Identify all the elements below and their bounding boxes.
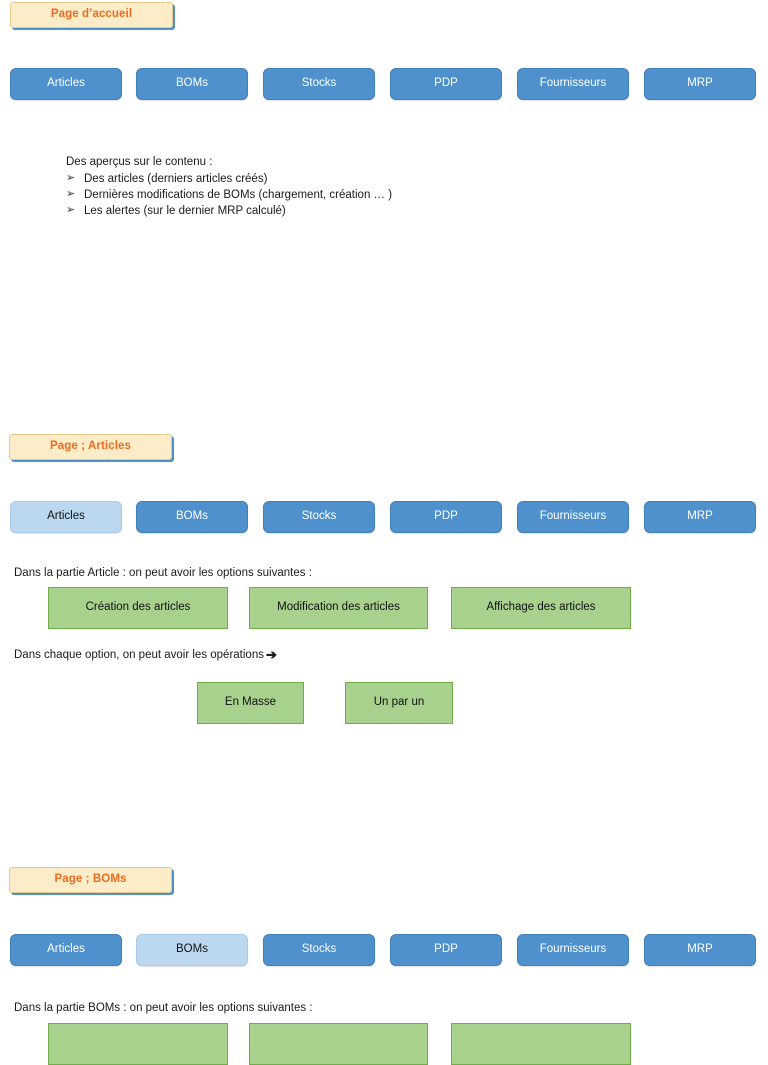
section-boms: Page ; BOMs Articles BOMs Stocks PDP Fou… xyxy=(0,855,768,1065)
list-item: ➢ Les alertes (sur le dernier MRP calcul… xyxy=(66,203,392,219)
accueil-lead: Des aperçus sur le contenu : xyxy=(66,156,213,168)
page-chip-boms: Page ; BOMs xyxy=(9,867,172,893)
tab-label: MRP xyxy=(687,943,713,956)
accueil-overview-text: Des aperçus sur le contenu : ➢ Des artic… xyxy=(66,154,392,219)
tab-articles[interactable]: Articles xyxy=(10,68,122,100)
tab-label: Stocks xyxy=(301,510,337,523)
option-label: Modification des articles xyxy=(277,601,400,614)
tab-fournisseurs[interactable]: Fournisseurs xyxy=(517,934,629,966)
tab-boms[interactable]: BOMs xyxy=(136,934,248,966)
list-item-label: Des articles (derniers articles créés) xyxy=(84,173,268,185)
tab-label: MRP xyxy=(687,77,713,90)
tab-boms[interactable]: BOMs xyxy=(136,68,248,100)
option-creation-articles[interactable]: Création des articles xyxy=(48,587,228,629)
arrowhead-bullet-icon: ➢ xyxy=(66,172,76,184)
page-chip-articles: Page ; Articles xyxy=(9,434,172,460)
tab-mrp[interactable]: MRP xyxy=(644,68,756,100)
tab-articles[interactable]: Articles xyxy=(10,501,122,533)
tab-stocks[interactable]: Stocks xyxy=(263,501,375,533)
operation-en-masse[interactable]: En Masse xyxy=(197,682,304,724)
arrowhead-bullet-icon: ➢ xyxy=(66,188,76,200)
tab-label: Articles xyxy=(47,943,85,956)
option-label: Création des articles xyxy=(85,601,191,614)
accueil-bullet-list: ➢ Des articles (derniers articles créés)… xyxy=(66,171,392,219)
tab-pdp[interactable]: PDP xyxy=(390,501,502,533)
list-item: ➢ Des articles (derniers articles créés) xyxy=(66,171,392,187)
navbar-articles: Articles BOMs Stocks PDP Fournisseurs MR… xyxy=(10,501,758,533)
list-item-label: Dernières modifications de BOMs (chargem… xyxy=(84,189,393,201)
navbar-boms: Articles BOMs Stocks PDP Fournisseurs MR… xyxy=(10,934,758,966)
articles-operations-intro: Dans chaque option, on peut avoir les op… xyxy=(14,647,277,663)
tab-label: Stocks xyxy=(301,77,337,90)
option-affichage-articles[interactable]: Affichage des articles xyxy=(451,587,631,629)
option-boms-1[interactable] xyxy=(48,1023,228,1065)
boms-options-intro: Dans la partie BOMs : on peut avoir les … xyxy=(14,1002,313,1014)
operations-intro-label: Dans chaque option, on peut avoir les op… xyxy=(14,649,264,661)
tab-fournisseurs[interactable]: Fournisseurs xyxy=(517,501,629,533)
tab-label: MRP xyxy=(687,510,713,523)
tab-articles[interactable]: Articles xyxy=(10,934,122,966)
tab-mrp[interactable]: MRP xyxy=(644,934,756,966)
operation-label: Un par un xyxy=(373,696,425,709)
tab-label: PDP xyxy=(434,510,458,523)
tab-stocks[interactable]: Stocks xyxy=(263,934,375,966)
page-chip-accueil: Page d’accueil xyxy=(10,2,173,28)
option-boms-2[interactable] xyxy=(249,1023,428,1065)
articles-options-intro: Dans la partie Article : on peut avoir l… xyxy=(14,567,312,579)
arrowhead-bullet-icon: ➢ xyxy=(66,204,76,216)
tab-label: Stocks xyxy=(301,943,337,956)
tab-fournisseurs[interactable]: Fournisseurs xyxy=(517,68,629,100)
section-articles: Page ; Articles Articles BOMs Stocks PDP… xyxy=(0,425,768,855)
tab-label: Articles xyxy=(47,77,85,90)
option-modification-articles[interactable]: Modification des articles xyxy=(249,587,428,629)
operation-label: En Masse xyxy=(224,696,277,709)
tab-label: Fournisseurs xyxy=(539,943,607,956)
tab-label: BOMs xyxy=(176,77,208,90)
tab-pdp[interactable]: PDP xyxy=(390,934,502,966)
list-item: ➢ Dernières modifications de BOMs (charg… xyxy=(66,187,392,203)
tab-label: BOMs xyxy=(176,510,208,523)
tab-label: Fournisseurs xyxy=(539,77,607,90)
tab-label: BOMs xyxy=(176,943,208,956)
tab-boms[interactable]: BOMs xyxy=(136,501,248,533)
tab-label: PDP xyxy=(434,77,458,90)
section-accueil: Page d’accueil Articles BOMs Stocks PDP … xyxy=(0,0,768,425)
tab-stocks[interactable]: Stocks xyxy=(263,68,375,100)
tab-label: Fournisseurs xyxy=(539,510,607,523)
tab-mrp[interactable]: MRP xyxy=(644,501,756,533)
option-boms-3[interactable] xyxy=(451,1023,631,1065)
list-item-label: Les alertes (sur le dernier MRP calculé) xyxy=(84,205,286,217)
option-label: Affichage des articles xyxy=(486,601,596,614)
tab-label: PDP xyxy=(434,943,458,956)
tab-pdp[interactable]: PDP xyxy=(390,68,502,100)
operation-un-par-un[interactable]: Un par un xyxy=(345,682,453,724)
navbar-accueil: Articles BOMs Stocks PDP Fournisseurs MR… xyxy=(10,68,758,100)
tab-label: Articles xyxy=(47,510,85,523)
right-arrow-icon: ➔ xyxy=(265,647,277,662)
